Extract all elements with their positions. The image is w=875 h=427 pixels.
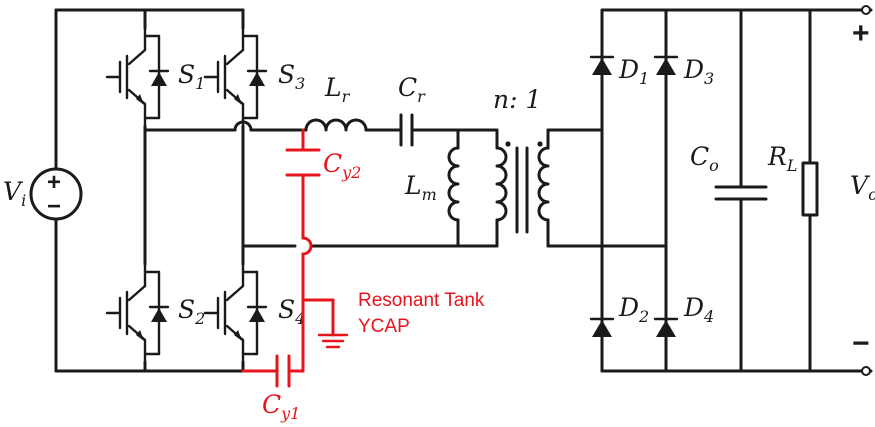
switch-s2-icon [105,262,170,364]
bridge-leg-1 [105,8,170,373]
diode-d2-icon [589,317,615,339]
dc-voltage-source-icon: + − [29,167,83,221]
s2-label: S2 [178,295,205,328]
ycap-cy2 [285,128,335,337]
s4-label: S4 [278,295,305,328]
lm-label: Lm [404,171,437,204]
d3-label: D3 [683,55,714,88]
resonant-tank-note: Resonant Tank [358,290,485,311]
ycap-cy1 [241,298,305,388]
input-rails [54,8,245,373]
cy1-label: Cy1 [262,390,300,423]
resonant-inductor-lr [304,118,368,132]
ground-icon [317,333,349,349]
cy2-label: Cy2 [323,149,361,182]
transformer-icon [456,128,550,248]
diode-d4-icon [653,317,679,339]
resonant-capacitor-cr [399,113,414,147]
load-resistor-rl [801,8,819,373]
rl-label: RL [767,142,797,175]
s3-label: S3 [278,60,305,93]
rectifier-bridge [589,8,873,373]
source-minus: − [47,193,61,220]
switch-s4-icon [203,262,268,364]
bridge-leg-2 [203,8,268,373]
co-label: Co [690,142,719,175]
ycap-note: YCAP [358,316,410,337]
d2-label: D2 [618,293,649,326]
output-minus-sign: − [852,327,870,360]
output-capacitor-co [714,8,768,373]
lr-label: Lr [324,73,351,106]
d4-label: D4 [683,293,714,326]
d1-label: D1 [618,55,649,88]
leg1-midpoint-wire [143,120,308,132]
vo-label: Vo [850,171,875,204]
source-plus: + [47,169,61,196]
turns-ratio-label: n: 1 [493,85,541,114]
diode-d3-icon [653,55,679,77]
magnetizing-inductor-lm [447,128,460,248]
cr-label: Cr [398,73,426,106]
switch-s3-icon [203,26,268,128]
vi-label: Vi [3,177,26,210]
diode-d1-icon [589,55,615,77]
switch-s1-icon [105,26,170,128]
output-terminal-positive [861,5,871,15]
output-plus-sign: + [852,17,870,50]
output-terminal-negative [861,366,871,376]
s1-label: S1 [178,60,205,93]
